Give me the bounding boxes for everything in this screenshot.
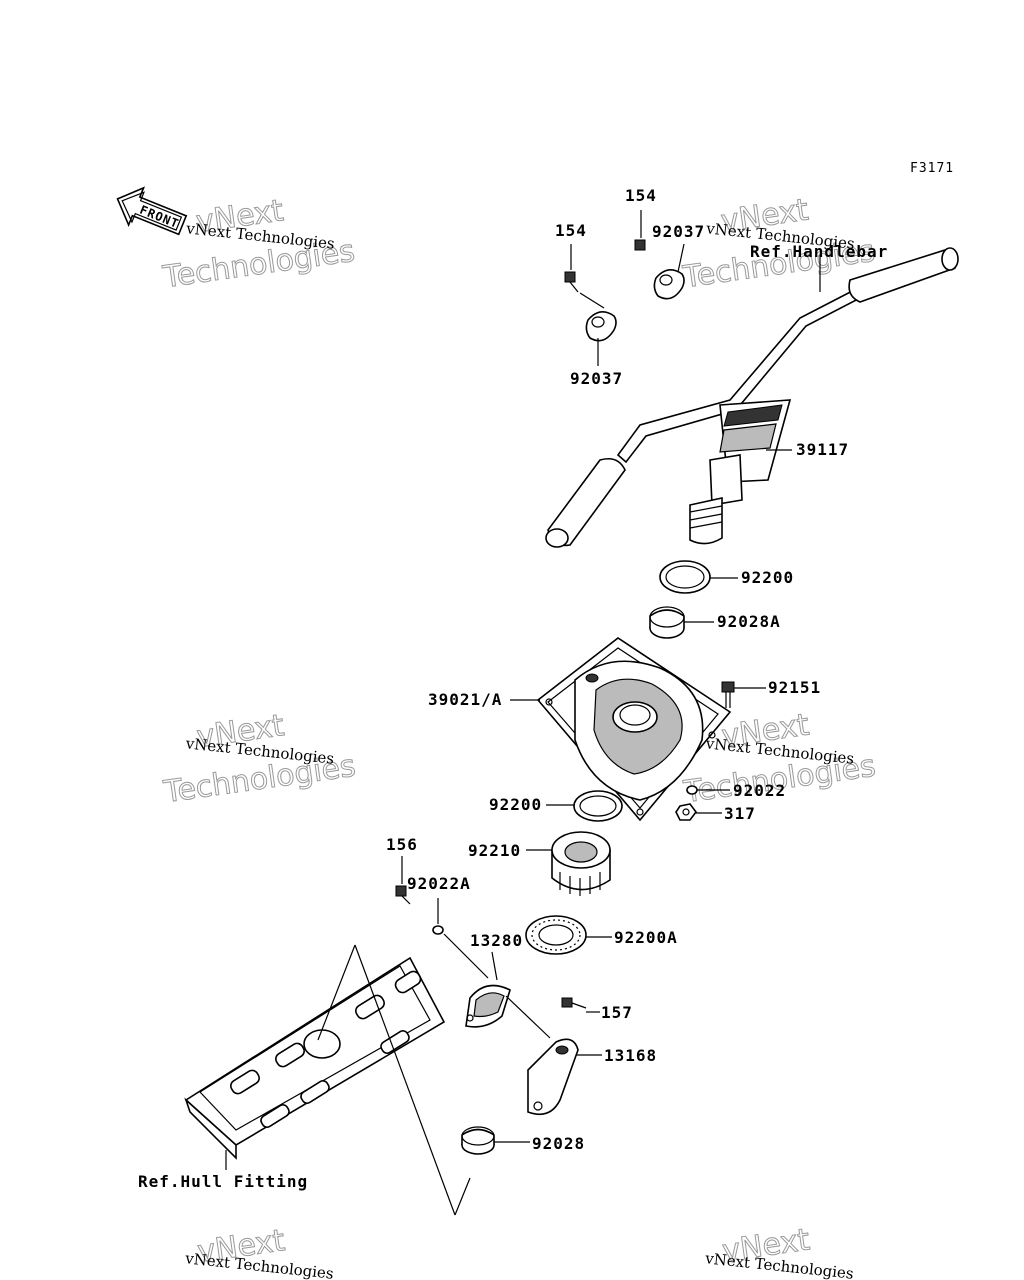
- bolt-156: [395, 856, 411, 905]
- clamp-92037-right: [653, 243, 685, 300]
- bolt-92151: [721, 681, 766, 708]
- assembly-leaders: [317, 944, 471, 1216]
- label-39117: 39117: [796, 440, 849, 459]
- label-154-right: 154: [625, 186, 657, 205]
- bolt-154-right: [634, 210, 646, 251]
- label-ref-hull-fitting: Ref.Hull Fitting: [138, 1172, 308, 1191]
- cover-plate-39021A: [510, 637, 732, 822]
- label-92022A: 92022A: [407, 874, 471, 893]
- hull-fitting-plate: [184, 956, 446, 1170]
- label-157: 157: [601, 1003, 633, 1022]
- bushing-92028: [461, 1126, 530, 1155]
- bearing-92200A: [525, 915, 612, 955]
- washer-92022A: [432, 898, 489, 979]
- label-92200-mid: 92200: [489, 795, 542, 814]
- bolt-157: [561, 997, 600, 1013]
- label-92022: 92022: [733, 781, 786, 800]
- steering-column-39117: [689, 399, 792, 545]
- label-92200A: 92200A: [614, 928, 678, 947]
- label-ref-handlebar: Ref.Handlebar: [750, 242, 888, 261]
- front-arrow-icon: FRONT: [116, 186, 188, 236]
- label-156: 156: [386, 835, 418, 854]
- arm-13280: [465, 951, 551, 1039]
- gear-92210: [526, 831, 611, 896]
- label-154-left: 154: [555, 221, 587, 240]
- label-92151: 92151: [768, 678, 821, 697]
- bushing-92028A: [649, 606, 714, 639]
- bracket-13168: [527, 1038, 602, 1116]
- label-13280: 13280: [470, 931, 523, 950]
- handlebar: [545, 247, 959, 548]
- washer-92022: [686, 785, 730, 795]
- drawing-code: F3171: [910, 161, 954, 176]
- label-92037-right: 92037: [652, 222, 705, 241]
- label-317: 317: [724, 804, 756, 823]
- label-13168: 13168: [604, 1046, 657, 1065]
- ring-92200-top: [659, 560, 738, 594]
- label-92028A: 92028A: [717, 612, 781, 631]
- bolt-154-left: [564, 244, 605, 309]
- label-92200-top: 92200: [741, 568, 794, 587]
- label-92210: 92210: [468, 841, 521, 860]
- nut-317: [675, 803, 722, 821]
- clamp-92037-left: [585, 311, 617, 366]
- label-92028: 92028: [532, 1134, 585, 1153]
- label-39021A: 39021/A: [428, 690, 502, 709]
- ring-92200-mid: [546, 790, 623, 822]
- label-92037-left: 92037: [570, 369, 623, 388]
